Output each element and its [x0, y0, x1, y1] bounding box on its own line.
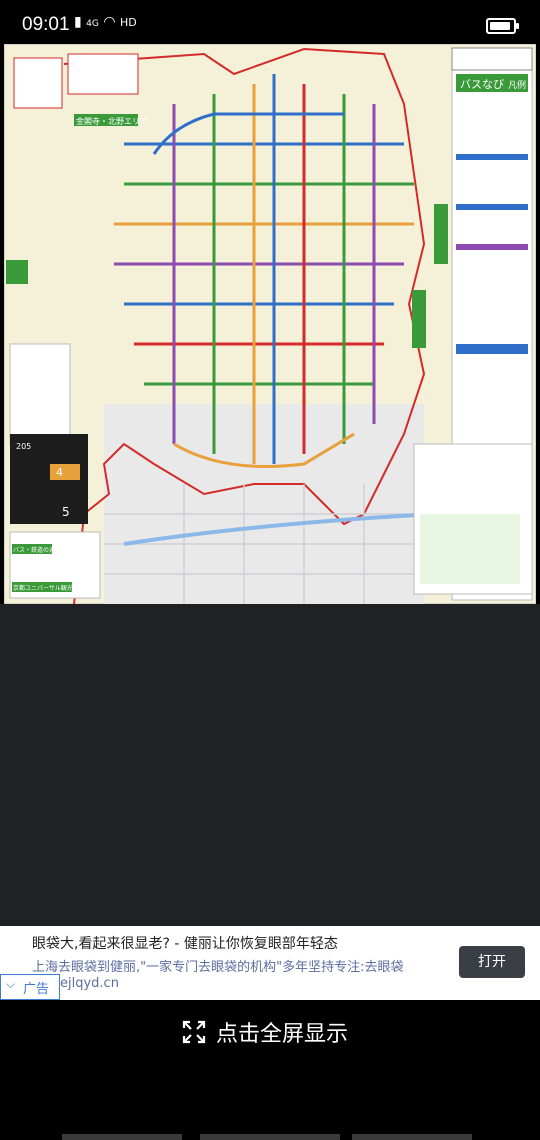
route-number-4: 4 [56, 466, 63, 479]
nav-segment [352, 1134, 472, 1140]
wifi-icon: ◠ [103, 14, 116, 30]
bus-navi-label: バス・鉄道の達人 [13, 546, 61, 554]
nav-segment [200, 1134, 340, 1140]
kyoto-navi-label: 京都ユニバーサル観光ナビ [13, 584, 85, 592]
fullscreen-label: 点击全屏显示 [216, 1022, 349, 1047]
ad-badge-label: 广告 [23, 982, 50, 997]
bus-route-map-image[interactable]: バスなび 凡例 205 4 5 バス・鉄道の達人 京都ユニバーサル観光ナビ 金閣… [4, 44, 536, 604]
ad-badge[interactable]: ⌵ 广告 [0, 974, 60, 1000]
area-label-north: 金閣寺・北野エリア [76, 116, 148, 126]
status-time: 09:01 [22, 14, 70, 35]
ad-title[interactable]: 眼袋大,看起来很显老? - 健丽让你恢复眼部年轻态 [32, 936, 338, 952]
nav-bar [0, 1134, 540, 1140]
ad-open-button[interactable]: 打开 [459, 946, 525, 978]
ad-url[interactable]: ejlqyd.cn [60, 976, 119, 991]
ad-banner[interactable]: 眼袋大,看起来很显老? - 健丽让你恢复眼部年轻态 上海去眼袋到健丽,"一家专门… [0, 926, 540, 1000]
hd-label: HD [120, 16, 137, 29]
status-icons: ▮ 4G ◠ HD [74, 14, 137, 30]
signal-label: 4G [86, 19, 99, 29]
chevron-down-icon: ⌵ [6, 977, 16, 991]
content-background [0, 604, 540, 926]
legend-badge-sub: 凡例 [508, 79, 526, 91]
status-bar: 09:01 ▮ 4G ◠ HD [0, 0, 540, 44]
bottom-bar: 点击全屏显示 [0, 1000, 540, 1140]
route-number-205: 205 [16, 442, 31, 451]
nav-segment [62, 1134, 182, 1140]
legend-badge-title: バスなび [460, 78, 504, 91]
signal-icon: ▮ [74, 14, 82, 30]
ad-description[interactable]: 上海去眼袋到健丽,"一家专门去眼袋的机构"多年坚持专注:去眼袋 [32, 960, 404, 975]
map-drawing: バスなび 凡例 205 4 5 バス・鉄道の達人 京都ユニバーサル観光ナビ 金閣… [4, 44, 536, 604]
route-number-5: 5 [62, 505, 70, 519]
battery-icon [486, 18, 519, 34]
expand-icon [182, 1020, 206, 1044]
